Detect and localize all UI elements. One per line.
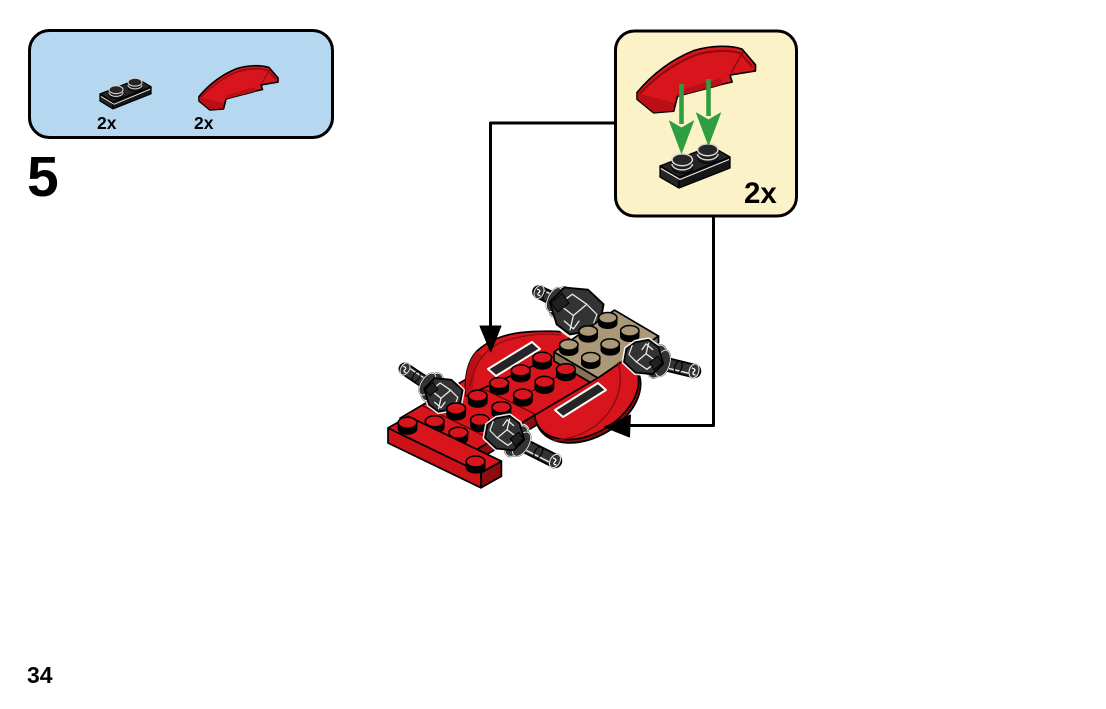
svg-text:2x: 2x (744, 177, 777, 210)
svg-text:2x: 2x (97, 113, 117, 133)
svg-text:5: 5 (27, 145, 59, 209)
svg-text:2x: 2x (194, 113, 214, 133)
svg-text:34: 34 (27, 662, 53, 688)
